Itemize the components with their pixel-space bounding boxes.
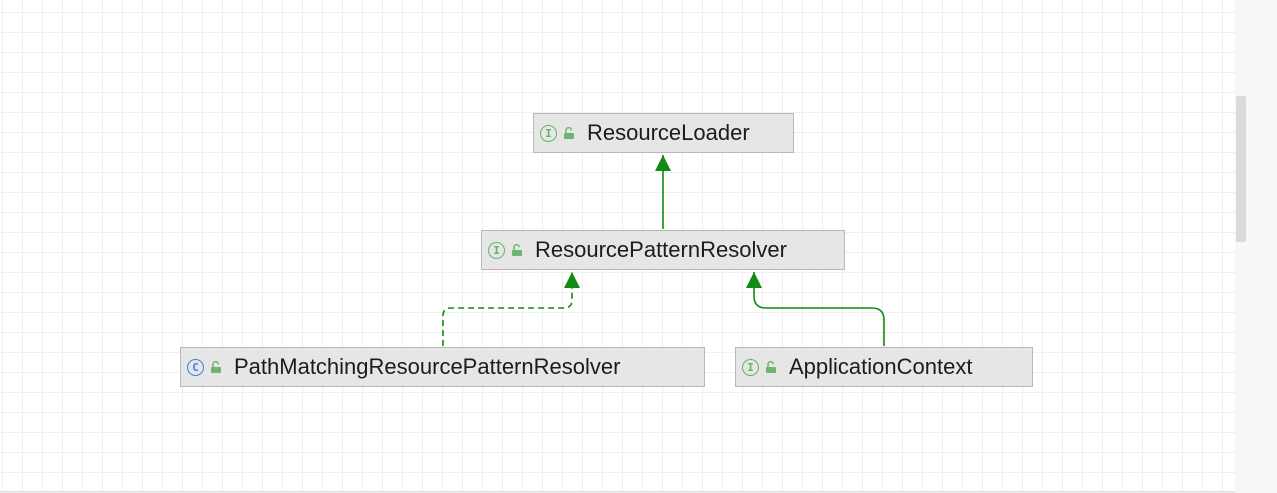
node-label: ResourceLoader [587, 120, 750, 145]
interface-icon: I [540, 124, 557, 142]
node-path-matching-resource-pattern-resolver[interactable]: C PathMatchingResourcePatternResolver [180, 347, 705, 387]
class-icon: C [187, 358, 204, 376]
vertical-scrollbar-track[interactable] [1235, 0, 1277, 493]
node-label: PathMatchingResourcePatternResolver [234, 354, 621, 379]
interface-icon: I [488, 241, 505, 259]
unlocked-padlock-icon [564, 126, 574, 139]
node-label: ResourcePatternResolver [535, 237, 787, 262]
node-label: ApplicationContext [789, 354, 973, 379]
edge-application-context-to-resource-pattern-resolver[interactable] [746, 272, 885, 346]
unlocked-padlock-icon [211, 360, 221, 373]
diagram-canvas[interactable]: I ResourceLoader I ResourcePatternResolv… [0, 0, 1235, 493]
interface-icon: I [742, 358, 759, 376]
edge-path-matching-to-resource-pattern-resolver[interactable] [442, 272, 580, 346]
vertical-scrollbar-thumb[interactable] [1236, 96, 1246, 242]
node-application-context[interactable]: I ApplicationContext [735, 347, 1033, 387]
diagram-edges [442, 155, 885, 346]
canvas-bottom-border [0, 491, 1235, 492]
node-resource-loader[interactable]: I ResourceLoader [533, 113, 794, 153]
node-resource-pattern-resolver[interactable]: I ResourcePatternResolver [481, 230, 845, 270]
unlocked-padlock-icon [766, 360, 776, 373]
unlocked-padlock-icon [512, 243, 522, 256]
